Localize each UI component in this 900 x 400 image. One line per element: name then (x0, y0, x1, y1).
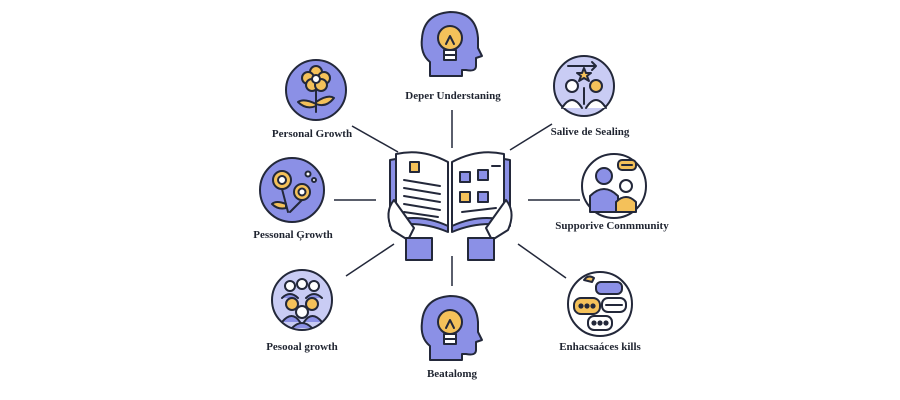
node-label-top-right: Salive de Sealing (550, 126, 630, 138)
head-lightbulb-icon (420, 11, 483, 77)
node-label-top-left: Personal Growth (271, 128, 353, 140)
two-people-star-icon (553, 55, 615, 117)
node-label-bottom: Beatalomg (426, 368, 478, 380)
flower-icon (285, 59, 347, 121)
head-lightbulb-icon (420, 295, 483, 361)
connector-bottom-right (517, 243, 567, 279)
parent-child-speech-icon (581, 153, 647, 219)
connector-bottom-left (345, 243, 395, 277)
node-label-bottom-left: Pesooal growth (266, 341, 338, 353)
connector-top-right (509, 123, 553, 151)
speech-bubbles-icon (567, 271, 633, 337)
node-label-mid-right: Supporive Conmmunity (555, 220, 669, 232)
connector-top-left (351, 125, 399, 153)
people-group-icon (271, 269, 333, 331)
open-book-hands-icon (387, 151, 513, 261)
flowers-icon (259, 157, 325, 223)
node-label-mid-left: Pessonal Ģrowth (253, 229, 333, 241)
node-label-top: Deper Understaning (405, 90, 501, 102)
node-label-bottom-right: Enhacsaáces kills (559, 341, 641, 353)
